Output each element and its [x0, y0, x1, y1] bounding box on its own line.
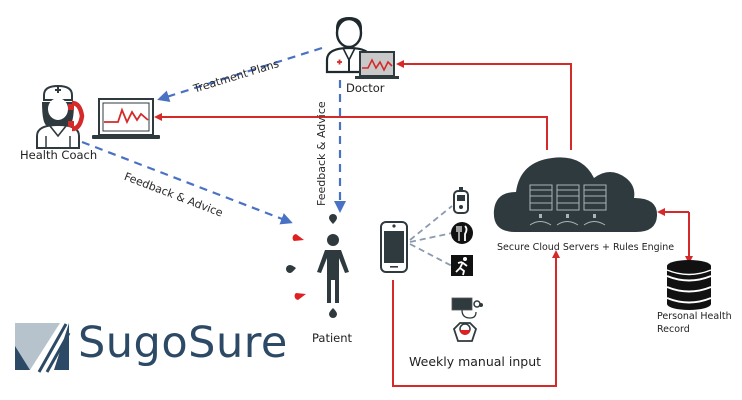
glucose-meter-icon — [453, 187, 469, 214]
patient-label: Patient — [312, 331, 353, 345]
sugosure-logo-text: SugoSure — [78, 318, 288, 368]
health-coach-icon — [36, 84, 85, 149]
signal-drop-top — [329, 214, 337, 224]
signal-drop-red-upper — [292, 234, 304, 241]
cloud-to-doctor-arrow — [396, 60, 572, 150]
phone-to-cloud-arrow — [392, 250, 560, 387]
weight-scale-icon — [452, 322, 478, 342]
sugosure-logo-mark — [15, 320, 71, 373]
database-icon — [666, 260, 712, 310]
device-link — [409, 243, 453, 267]
server-rack — [529, 184, 553, 226]
doctor-label: Doctor — [346, 81, 385, 95]
server-rack — [556, 184, 580, 226]
signal-drop-bottom — [329, 308, 337, 318]
coach-laptop-icon — [92, 98, 160, 139]
coach-feedback-arrow — [81, 140, 293, 225]
patient-icon — [317, 234, 349, 303]
blood-pressure-cuff-icon — [451, 297, 483, 319]
cloud-label: Secure Cloud Servers + Rules Engine — [497, 242, 675, 253]
treatment-plans-arrow — [157, 46, 323, 103]
device-link — [409, 232, 453, 243]
smartphone-icon — [380, 221, 408, 273]
cloud-server-icon — [493, 157, 658, 232]
weekly-input-label: Weekly manual input — [409, 354, 542, 369]
device-link — [409, 205, 453, 241]
signal-drop-red-lower — [294, 293, 306, 300]
phr-label-line2: Record — [657, 324, 690, 335]
doctor-feedback-label: Feedback & Advice — [315, 101, 328, 206]
cloud-to-coach-arrow — [154, 113, 548, 150]
server-rack — [583, 184, 607, 226]
fork-knife-icon — [451, 222, 473, 244]
health-coach-label: Health Coach — [20, 148, 98, 162]
doctor-laptop-icon — [355, 51, 399, 79]
phr-label-line1: Personal Health — [657, 311, 732, 322]
running-icon — [451, 255, 473, 276]
signal-drop-left — [286, 265, 296, 273]
